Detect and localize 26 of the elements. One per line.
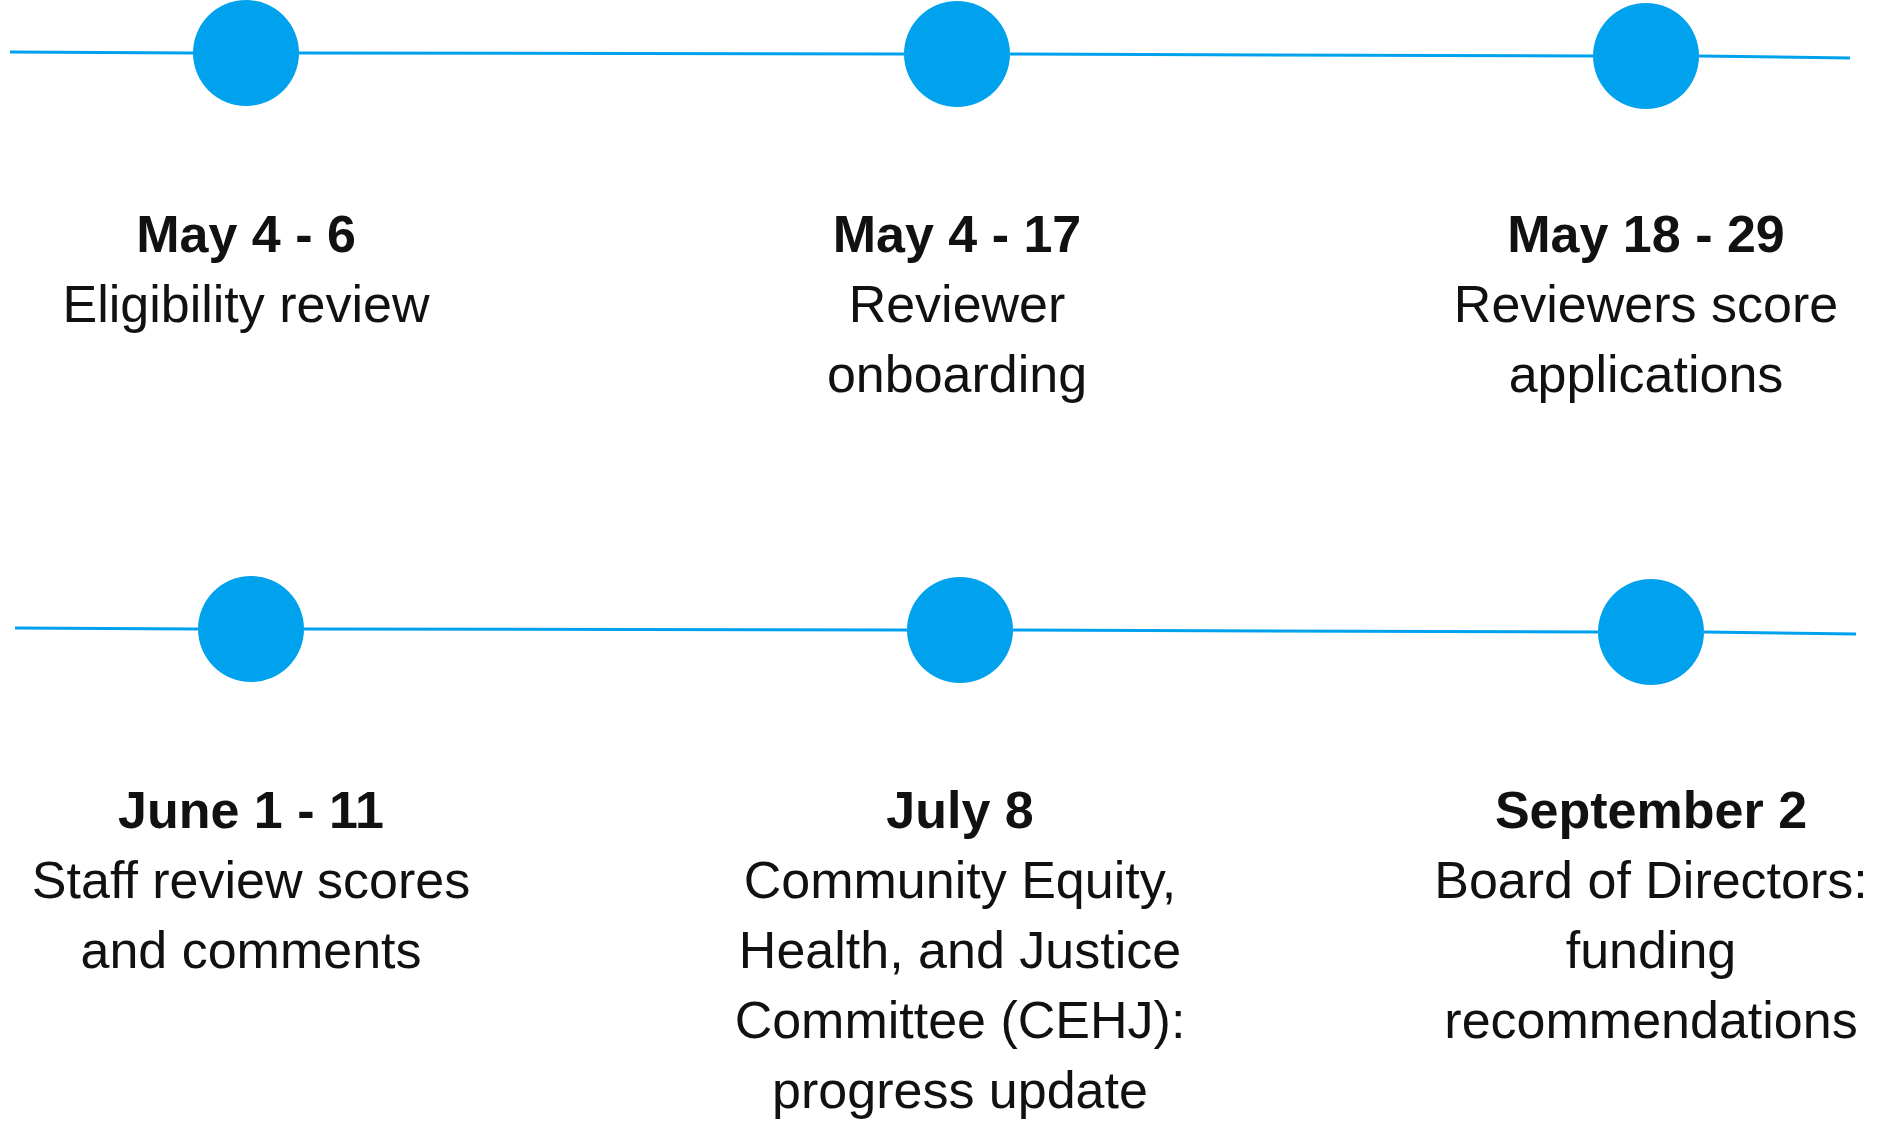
date-label: September 2 (1493, 780, 1809, 841)
date-label: May 4 - 6 (135, 204, 357, 265)
milestone-description: Staff review scores and comments (30, 850, 472, 981)
milestone-circle (198, 576, 304, 682)
timeline-line (1013, 628, 1598, 634)
milestone-circle (904, 1, 1010, 107)
timeline-line (299, 51, 904, 56)
milestone-description: Reviewer onboarding (825, 274, 1089, 405)
date-label: June 1 - 11 (117, 780, 385, 841)
timeline-line (10, 50, 193, 55)
milestone-circle (907, 577, 1013, 683)
date-label: May 18 - 29 (1506, 204, 1786, 265)
milestone-circle (1598, 579, 1704, 685)
milestone-description: Board of Directors: funding recommendations (1433, 850, 1869, 1051)
timeline-line (1703, 630, 1857, 636)
timeline-line (1698, 54, 1851, 60)
timeline-line (304, 627, 907, 632)
timeline-line (15, 626, 198, 631)
date-label: May 4 - 17 (831, 204, 1083, 265)
timeline-line (1010, 52, 1593, 58)
date-label: July 8 (885, 780, 1035, 841)
milestone-description: Community Equity, Health, and Justice Committee (CEHJ): progress update (733, 850, 1187, 1121)
milestone-circle (1593, 3, 1699, 109)
milestone-circle (193, 0, 299, 106)
milestone-description: Reviewers score applications (1452, 274, 1840, 405)
milestone-description: Eligibility review (61, 274, 431, 335)
